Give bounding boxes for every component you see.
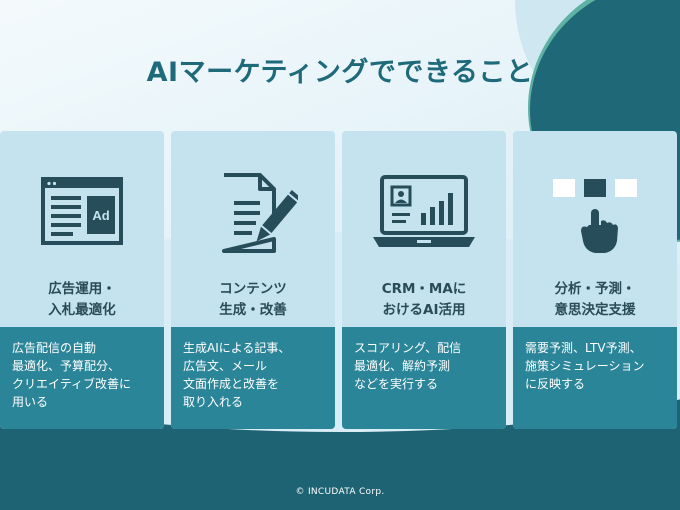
card-icon-container bbox=[342, 167, 506, 257]
document-pen-icon bbox=[222, 173, 298, 253]
copyright-footer: © INCUDATA Corp. bbox=[295, 487, 385, 497]
card-description-line: クリエイティブ改善に bbox=[12, 377, 132, 391]
card-description-line: などを実行する bbox=[354, 377, 439, 391]
card-description-line: 文面作成と改善を bbox=[183, 377, 280, 391]
card-heading-line: おけるAI活用 bbox=[382, 302, 466, 318]
card-content-generation: コンテンツ 生成・改善 生成AIによる記事、 広告文、メール 文面作成と改善を … bbox=[171, 131, 335, 429]
card-heading-line: 分析・予測・ bbox=[554, 281, 636, 297]
hand-select-icon bbox=[553, 179, 637, 253]
card-description: 広告配信の自動 最適化、予算配分、 クリエイティブ改善に 用いる bbox=[0, 327, 164, 429]
card-heading-line: 入札最適化 bbox=[48, 302, 116, 318]
card-description: 需要予測、LTV予測、 施策シミュレーション に反映する bbox=[513, 327, 677, 429]
card-icon-container: Ad bbox=[0, 167, 164, 257]
slide-title: AIマーケティングでできること bbox=[146, 57, 534, 88]
card-heading-line: コンテンツ bbox=[219, 281, 287, 297]
card-description-line: スコアリング、配信 bbox=[354, 341, 462, 355]
laptop-dashboard-icon bbox=[373, 175, 475, 247]
card-heading: CRM・MAに おけるAI活用 bbox=[342, 279, 506, 321]
card-description-line: 最適化、予算配分、 bbox=[12, 359, 121, 373]
web-ad-icon: Ad bbox=[41, 177, 123, 245]
card-icon-container bbox=[513, 167, 677, 257]
card-description-line: 用いる bbox=[12, 395, 49, 409]
card-heading-line: 意思決定支援 bbox=[554, 302, 636, 318]
card-ad-operation: Ad 広告運用・ 入札最適化 広告配信の自動 最適化、予算配分、 クリエイティブ… bbox=[0, 131, 164, 429]
card-description-line: 広告配信の自動 bbox=[12, 341, 97, 355]
card-description: スコアリング、配信 最適化、解約予測 などを実行する bbox=[342, 327, 506, 429]
card-crm-ma: CRM・MAに おけるAI活用 スコアリング、配信 最適化、解約予測 などを実行… bbox=[342, 131, 506, 429]
card-icon-container bbox=[171, 167, 335, 257]
card-description-line: 需要予測、LTV予測、 bbox=[525, 341, 642, 355]
card-description-line: 取り入れる bbox=[183, 395, 244, 409]
card-description-line: 広告文、メール bbox=[183, 359, 268, 373]
card-description-line: 最適化、解約予測 bbox=[354, 359, 451, 373]
card-analysis-forecast: 分析・予測・ 意思決定支援 需要予測、LTV予測、 施策シミュレーション に反映… bbox=[513, 131, 677, 429]
card-heading: コンテンツ 生成・改善 bbox=[171, 279, 335, 321]
card-heading: 分析・予測・ 意思決定支援 bbox=[513, 279, 677, 321]
card-description-line: 施策シミュレーション bbox=[525, 359, 645, 373]
card-description: 生成AIによる記事、 広告文、メール 文面作成と改善を 取り入れる bbox=[171, 327, 335, 429]
ad-label: Ad bbox=[92, 208, 109, 223]
card-description-line: 生成AIによる記事、 bbox=[183, 341, 291, 355]
card-heading-line: 生成・改善 bbox=[219, 302, 287, 318]
card-description-line: に反映する bbox=[525, 377, 586, 391]
card-heading-line: CRM・MAに bbox=[381, 281, 467, 297]
card-heading: 広告運用・ 入札最適化 bbox=[0, 279, 164, 321]
card-heading-line: 広告運用・ bbox=[48, 281, 116, 297]
